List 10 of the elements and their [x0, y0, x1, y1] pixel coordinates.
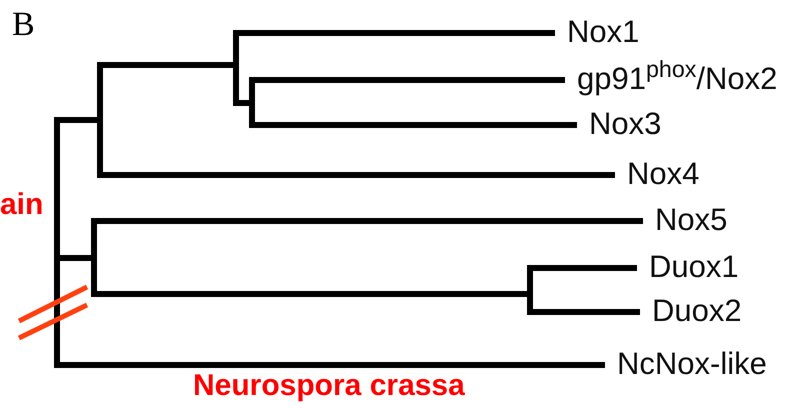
- taxon-label: Nox3: [574, 108, 662, 139]
- panel-letter: B: [12, 8, 35, 42]
- species-label: Neurospora crassa: [193, 371, 465, 401]
- taxon-label: Nox5: [640, 204, 728, 235]
- taxon-label: Duox1: [634, 251, 739, 282]
- clade-label: ain: [0, 190, 44, 220]
- taxon-label: Nox1: [552, 16, 640, 47]
- taxon-label: Duox2: [637, 295, 742, 326]
- taxon-label: Nox4: [612, 158, 700, 189]
- taxon-label: NcNox-like: [602, 348, 767, 379]
